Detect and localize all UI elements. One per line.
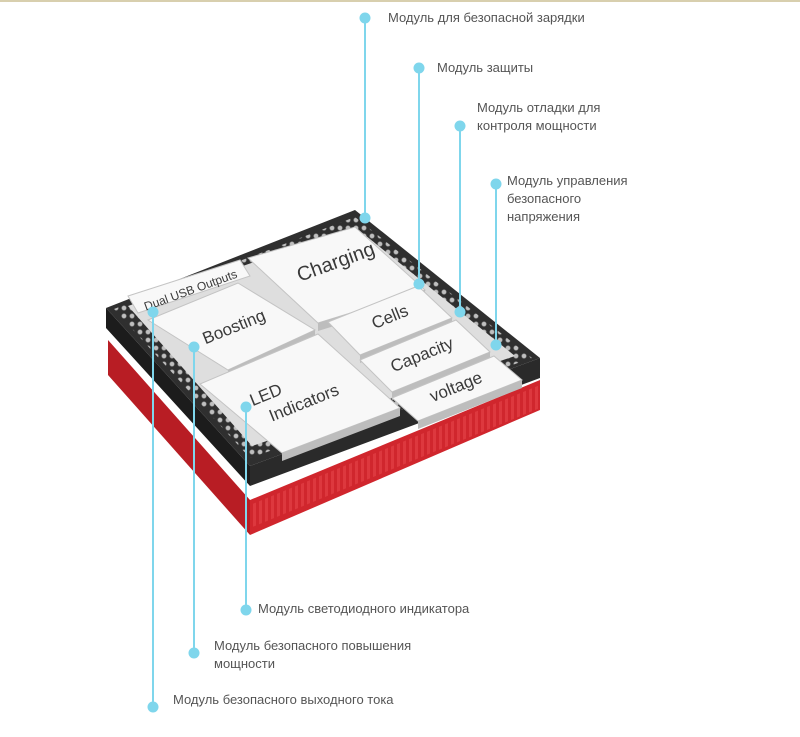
callout-voltage-line3: напряжения <box>507 209 580 224</box>
callout-boost: Модуль безопасного повышения мощности <box>214 637 411 673</box>
leader-dot-voltage-end <box>490 339 502 351</box>
module-led-indicators: LED Indicators <box>199 333 401 461</box>
callout-voltage-line1: Модуль управления <box>507 173 628 188</box>
callout-voltage-line2: безопасного <box>507 191 582 206</box>
callout-output: Модуль безопасного выходного тока <box>173 692 394 707</box>
leader-dot-protection-end <box>413 278 425 290</box>
red-base-side-left <box>108 340 250 535</box>
callout-protection: Модуль защиты <box>437 60 534 75</box>
leader-dot-output-top <box>147 306 159 318</box>
leader-dot-boost-top <box>188 341 200 353</box>
leader-dot-output-end <box>147 701 159 713</box>
leader-dot-voltage-top <box>490 178 502 190</box>
callout-led: Модуль светодиодного индикатора <box>258 601 470 616</box>
leader-dot-charging-end <box>359 212 371 224</box>
callout-boost-line1: Модуль безопасного повышения <box>214 638 412 653</box>
callout-capacity-line1: Модуль отладки для <box>477 100 601 115</box>
red-base-pins <box>250 385 540 528</box>
board-side-left <box>106 308 250 486</box>
leader-dot-led-top <box>240 401 252 413</box>
leader-dot-led-end <box>240 604 252 616</box>
callout-voltage: Модуль управления безопасного напряжения <box>507 172 628 226</box>
leader-dot-capacity-end <box>454 306 466 318</box>
callout-charging: Модуль для безопасной зарядки <box>388 10 585 25</box>
callout-boost-line2: мощности <box>214 656 275 671</box>
callout-capacity-line2: контроля мощности <box>477 118 597 133</box>
callout-capacity: Модуль отладки для контроля мощности <box>477 99 600 135</box>
leader-dot-protection-top <box>413 62 425 74</box>
leader-dot-capacity-top <box>454 120 466 132</box>
leader-dot-charging-top <box>359 12 371 24</box>
leader-dot-boost-end <box>188 647 200 659</box>
top-divider <box>0 0 800 2</box>
